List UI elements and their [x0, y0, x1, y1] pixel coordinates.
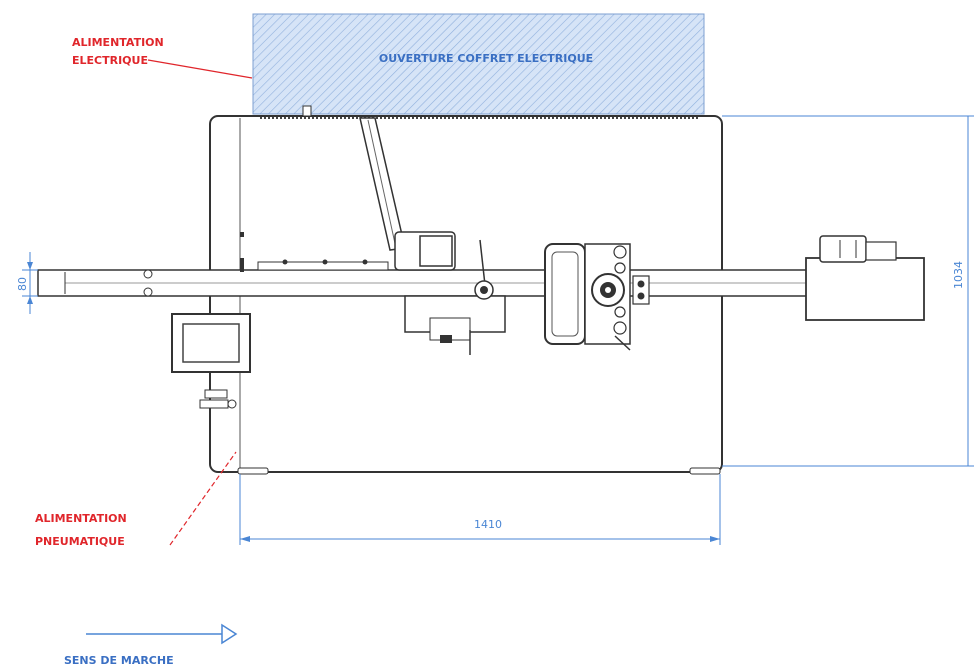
cabinet-opening-area	[252, 13, 705, 115]
label-power-pneumatic-1: ALIMENTATION	[35, 512, 127, 525]
label-power-electric-1: ALIMENTATION	[72, 36, 164, 49]
direction-arrow-head	[221, 623, 238, 645]
rail-bolt-left-1	[143, 269, 153, 279]
dim-rail-value: 80	[16, 277, 29, 291]
label-power-electric-2: ELECTRIQUE	[72, 54, 148, 67]
rail-bolt-left-2	[143, 287, 153, 297]
dim-length-arrow-left	[240, 536, 250, 542]
label-power-pneumatic-2: PNEUMATIQUE	[35, 535, 125, 548]
left-work-unit	[394, 231, 506, 355]
dim-rail-arrow-bottom	[27, 296, 33, 304]
small-marker-2	[240, 258, 244, 272]
pneumatic-connector	[199, 389, 237, 409]
top-fixture	[302, 105, 312, 117]
leader-power-pneumatic	[169, 451, 237, 546]
leader-power-electric	[147, 59, 253, 79]
diagonal-arm-inner	[367, 119, 397, 249]
dim-length-arrow-right	[710, 536, 720, 542]
central-unit	[544, 243, 650, 351]
guide-bolt-3	[362, 259, 368, 265]
control-panel-screen	[182, 323, 240, 363]
right-motor-unit	[805, 235, 925, 321]
guide-bolt-1	[282, 259, 288, 265]
guide-bolt-2	[322, 259, 328, 265]
dim-rail-arrow-top	[27, 262, 33, 270]
dim-depth-value: 1034	[952, 261, 965, 289]
foot-front-right	[689, 467, 721, 475]
direction-label: SENS DE MARCHE	[64, 654, 174, 667]
small-marker-1	[240, 232, 244, 237]
cabinet-opening-label: OUVERTURE COFFRET ELECTRIQUE	[379, 52, 593, 65]
dim-length-value: 1410	[474, 518, 502, 531]
foot-front-left	[237, 467, 269, 475]
